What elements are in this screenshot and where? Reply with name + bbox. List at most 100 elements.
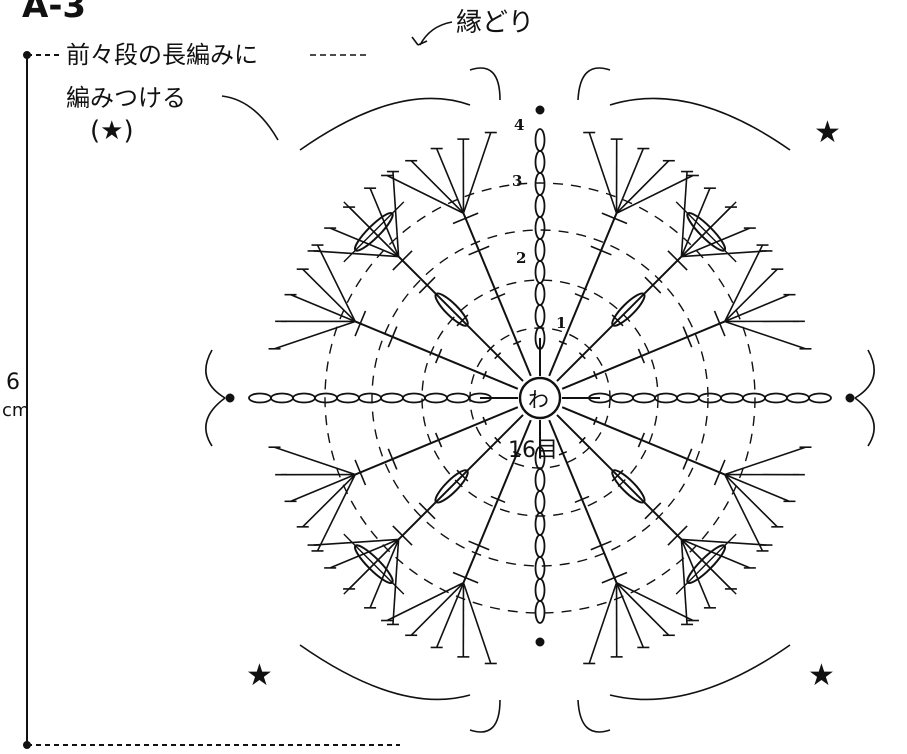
stitch-crossbar bbox=[468, 540, 490, 551]
chain-oval bbox=[248, 392, 272, 404]
round-guide bbox=[469, 327, 611, 469]
stitch-crossbar bbox=[637, 348, 646, 364]
fan-stitch bbox=[392, 171, 400, 257]
fan-stitch bbox=[316, 244, 356, 322]
treble-stitch bbox=[548, 419, 618, 584]
stitch-crossbar bbox=[601, 212, 628, 225]
chain-oval bbox=[358, 392, 382, 404]
stitch-crossbar bbox=[578, 352, 586, 360]
stitch-crossbar bbox=[387, 326, 398, 348]
fan-stitch bbox=[386, 582, 464, 622]
stitch-count: 16目 bbox=[508, 438, 558, 463]
treble-stitch bbox=[462, 212, 532, 377]
stitch-crossbar bbox=[682, 448, 693, 470]
stitch-crossbar bbox=[713, 459, 726, 486]
treble-stitch bbox=[548, 212, 618, 377]
stitch-crossbar bbox=[494, 436, 502, 444]
stitch-crossbar bbox=[592, 370, 598, 380]
chain-oval bbox=[676, 392, 700, 404]
star-marker-icon: ★ bbox=[814, 115, 841, 150]
stitch-crossbar bbox=[354, 310, 367, 337]
petal-loop bbox=[299, 644, 471, 701]
fan-stitch bbox=[724, 293, 790, 323]
fan-stitch bbox=[680, 187, 711, 257]
puff-stitch bbox=[434, 292, 469, 327]
treble-stitch bbox=[561, 320, 726, 390]
stitch-crossbar bbox=[574, 292, 590, 301]
fan-stitch bbox=[369, 539, 400, 609]
fan-stitch bbox=[302, 473, 356, 528]
cross-stitch bbox=[675, 201, 737, 263]
fan-stitch bbox=[616, 582, 694, 622]
fan-stitch bbox=[615, 148, 645, 214]
stitch-crossbar bbox=[592, 416, 598, 426]
edging-arrow bbox=[205, 349, 226, 399]
stitch-crossbar bbox=[482, 370, 488, 380]
motif-diagram bbox=[205, 67, 875, 733]
chain-oval bbox=[292, 392, 316, 404]
treble-stitch bbox=[354, 406, 519, 476]
chain-oval bbox=[764, 392, 788, 404]
dimension-value: 6 bbox=[6, 370, 20, 395]
treble-stitch bbox=[354, 320, 519, 390]
fan-stitch bbox=[680, 539, 711, 609]
stitch-crossbar bbox=[490, 495, 506, 504]
puff-stitch bbox=[434, 469, 469, 504]
treble-stitch bbox=[556, 414, 683, 541]
chain-oval bbox=[424, 392, 448, 404]
fan-stitch bbox=[274, 446, 356, 476]
fan-stitch bbox=[616, 174, 694, 214]
chain-oval bbox=[446, 392, 470, 404]
cross-stitch bbox=[343, 533, 405, 595]
fan-stitch bbox=[680, 171, 688, 257]
fan-stitch bbox=[681, 538, 751, 569]
stitch-crossbar bbox=[418, 276, 436, 294]
attach-note-star: (★) bbox=[90, 116, 134, 146]
chain-oval bbox=[632, 392, 656, 404]
slip-stitch bbox=[535, 637, 545, 647]
fan-stitch bbox=[386, 174, 464, 214]
treble-stitch bbox=[561, 406, 726, 476]
stitch-crossbar bbox=[558, 340, 568, 346]
chain-oval bbox=[534, 556, 546, 580]
chain-oval bbox=[534, 216, 546, 240]
stitch-crossbar bbox=[574, 495, 590, 504]
dimension-unit: cm bbox=[2, 400, 30, 421]
stitch-crossbar bbox=[434, 348, 443, 364]
chain-oval bbox=[534, 260, 546, 284]
petal-loop bbox=[299, 97, 471, 151]
stitch-crossbar bbox=[468, 245, 490, 256]
row-number-4: 4 bbox=[514, 116, 525, 134]
stitch-crossbar bbox=[637, 432, 646, 448]
chain-oval bbox=[534, 194, 546, 218]
fan-stitch bbox=[724, 446, 806, 476]
fan-stitch bbox=[680, 539, 688, 625]
stitch-crossbar bbox=[354, 459, 367, 486]
fan-stitch bbox=[615, 160, 670, 214]
edging-arrow bbox=[469, 699, 501, 733]
stitch-crossbar bbox=[512, 450, 522, 456]
stitch-crossbar bbox=[558, 450, 568, 456]
chain-oval bbox=[534, 578, 546, 602]
fan-stitch bbox=[369, 187, 400, 257]
fan-stitch bbox=[681, 227, 751, 258]
fan-stitch bbox=[274, 320, 356, 350]
stitch-crossbar bbox=[482, 416, 488, 426]
edging-arrow bbox=[854, 349, 875, 399]
row-number-2: 2 bbox=[516, 249, 527, 267]
stitch-crossbar bbox=[601, 571, 628, 584]
fan-stitch bbox=[313, 250, 399, 258]
treble-stitch bbox=[397, 255, 524, 382]
chain-oval bbox=[336, 392, 360, 404]
fan-stitch bbox=[724, 474, 764, 552]
pattern-title: A-3 bbox=[22, 0, 87, 26]
round-guide bbox=[371, 229, 709, 567]
row-number-3: 3 bbox=[512, 172, 523, 190]
stitch-crossbar bbox=[512, 340, 522, 346]
stitch-crossbar bbox=[644, 502, 662, 520]
edging-arrow bbox=[854, 397, 875, 447]
stitch-crossbar bbox=[452, 212, 479, 225]
treble-stitch bbox=[397, 414, 524, 541]
fan-stitch bbox=[724, 320, 806, 350]
